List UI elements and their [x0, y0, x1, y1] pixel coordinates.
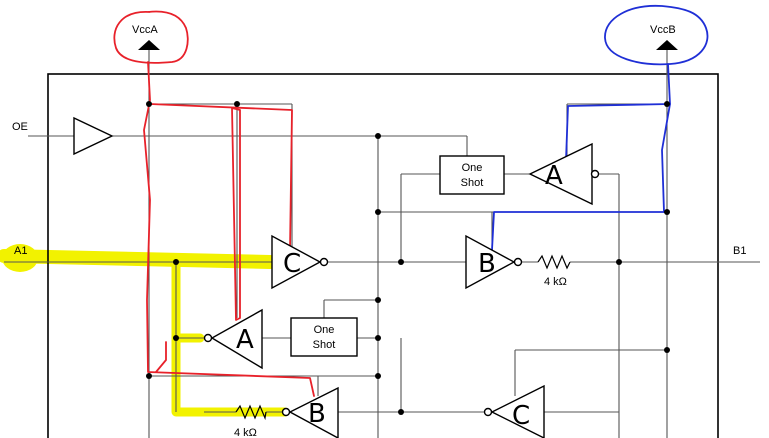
one-shot-bottom-line2: Shot	[313, 339, 336, 351]
junction	[146, 373, 152, 379]
resistor-top: 4 kΩ	[537, 254, 571, 288]
middle-c-bubble	[319, 257, 329, 267]
vccb-supply: VccB	[650, 24, 678, 50]
top-a-bubble	[590, 169, 600, 179]
vccb-blue-top	[565, 103, 671, 161]
annotation-lower-a: A	[236, 325, 254, 355]
junction	[664, 101, 670, 107]
annotation-top-right-a: A	[545, 161, 563, 191]
vccb-circle	[604, 4, 709, 66]
one-shot-top-line1: One	[462, 162, 483, 174]
vccb-blue-rail	[661, 63, 671, 213]
bottom-b-bubble	[281, 407, 291, 417]
vcca-arrow	[138, 40, 160, 50]
junction	[398, 409, 404, 415]
one-shot-bottom-box	[290, 317, 358, 357]
junctions	[146, 101, 670, 415]
b1-pin-label: B1	[733, 245, 746, 257]
lower-a-bubble	[203, 333, 213, 343]
junction	[375, 373, 381, 379]
resistor-top-zigzag	[537, 254, 571, 270]
a1-highlight-blob	[2, 244, 38, 272]
middle-b-buffer	[465, 234, 516, 290]
junction	[375, 335, 381, 341]
a1-highlight-stroke	[0, 249, 277, 269]
one-shot-bottom-line1: One	[314, 324, 335, 336]
junction	[375, 297, 381, 303]
bottom-c-buffer	[490, 384, 545, 438]
vcca-label: VccA	[132, 24, 158, 36]
a1-pin-label: A1	[14, 245, 27, 257]
oe-pin-label: OE	[12, 121, 28, 133]
junction	[664, 209, 670, 215]
annotation-bottom-b: B	[308, 399, 326, 429]
junction	[616, 259, 622, 265]
one-shot-top: One Shot	[439, 155, 505, 195]
vcca-red-bottom	[155, 341, 167, 373]
junction	[398, 259, 404, 265]
junction	[173, 259, 179, 265]
bottom-c-bubble	[483, 407, 493, 417]
lower-a-buffer	[210, 308, 263, 370]
annotation-middle-c: C	[283, 249, 301, 279]
annotation-bottom-c: C	[512, 401, 530, 431]
junction	[375, 133, 381, 139]
resistor-bottom-label: 4 kΩ	[234, 427, 257, 438]
resistor-bottom-zigzag	[235, 404, 267, 421]
junction	[664, 347, 670, 353]
middle-b-bubble	[513, 257, 523, 267]
vcca-red-left	[231, 107, 241, 321]
chip-outline	[47, 73, 719, 438]
vcca-supply: VccA	[132, 24, 160, 50]
one-shot-bottom: One Shot	[290, 317, 358, 357]
middle-c-buffer	[271, 234, 322, 290]
junction	[375, 209, 381, 215]
resistor-top-label: 4 kΩ	[544, 276, 567, 288]
one-shot-top-box	[439, 155, 505, 195]
gates	[73, 116, 600, 438]
vccb-blue-tap	[491, 211, 665, 251]
resistor-bottom: 4 kΩ	[234, 404, 267, 438]
junction	[234, 101, 240, 107]
vccb-arrow	[656, 40, 678, 50]
vccb-label: VccB	[650, 24, 676, 36]
oe-buffer	[73, 116, 114, 156]
wiring	[4, 50, 760, 438]
vcca-circle	[113, 10, 189, 64]
vccb-annotation	[491, 4, 709, 251]
vcca-red-tap	[149, 103, 293, 251]
bottom-b-buffer	[288, 386, 339, 438]
junction	[146, 101, 152, 107]
one-shot-top-line2: Shot	[461, 177, 484, 189]
annotation-middle-b: B	[478, 249, 496, 279]
junction	[173, 335, 179, 341]
